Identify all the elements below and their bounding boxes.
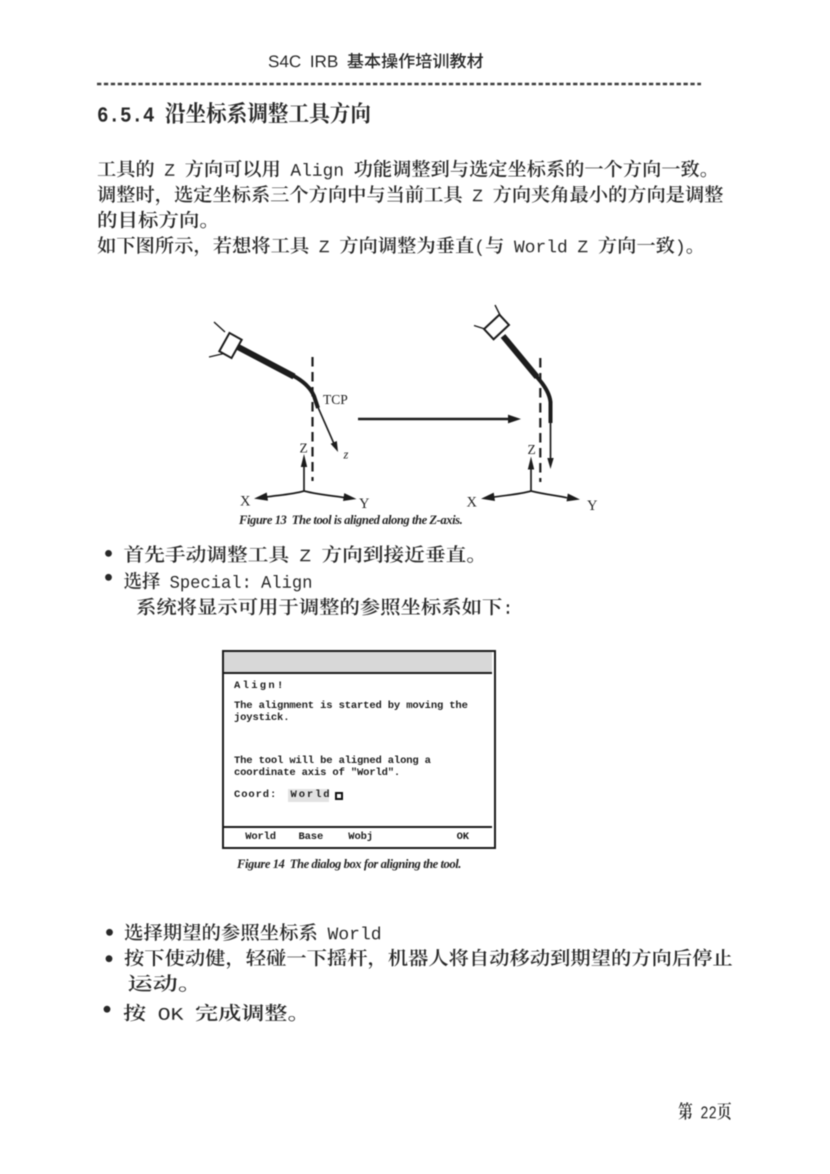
- svg-text:Y: Y: [359, 496, 370, 512]
- svg-text:TCP: TCP: [323, 392, 348, 407]
- svg-text:X: X: [240, 494, 251, 510]
- svg-text:z: z: [343, 448, 349, 462]
- svg-text:Z: Z: [300, 441, 308, 456]
- svg-text:Y: Y: [587, 498, 598, 514]
- svg-text:X: X: [467, 494, 478, 510]
- svg-text:Z: Z: [528, 442, 536, 457]
